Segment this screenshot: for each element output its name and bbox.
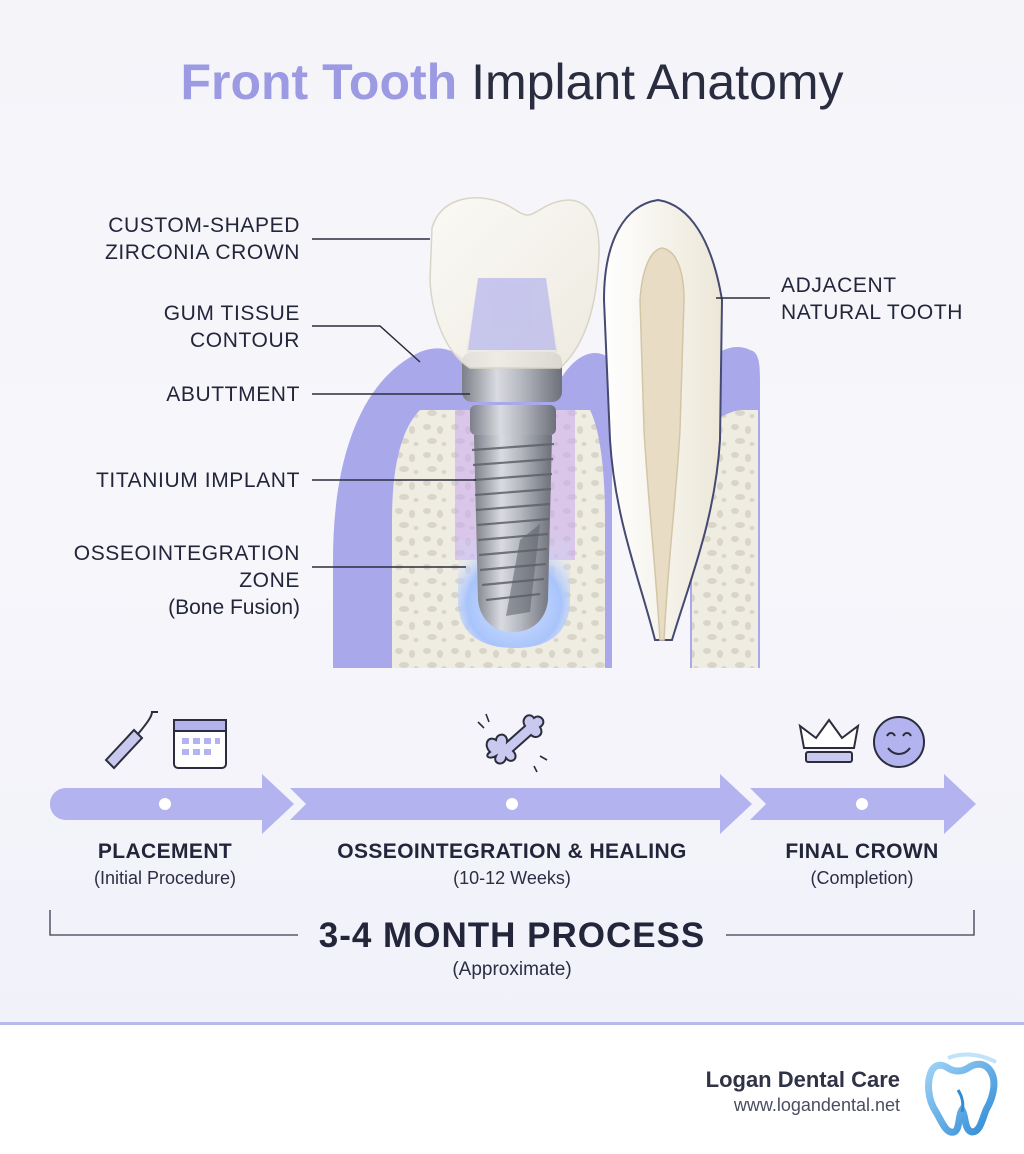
title-rest: Implant Anatomy [471,54,844,110]
label-osseo-line3: (Bone Fusion) [168,596,300,619]
timeline-arrows [50,774,976,834]
step-healing-title: OSSEOINTEGRATION & HEALING [337,840,687,863]
brand-url[interactable]: www.logandental.net [733,1095,900,1115]
label-gum: GUM TISSUE CONTOUR [164,300,300,354]
label-osseo-line2: ZONE [239,569,300,592]
label-implant: TITANIUM IMPLANT [95,469,300,492]
label-adjacent-line1: ADJACENT [781,274,897,297]
step-placement: PLACEMENT (Initial Procedure) [65,838,265,890]
title-accent: Front Tooth [180,54,458,110]
timeline-dot [856,798,868,810]
page-title: Front Tooth Implant Anatomy [0,52,1024,112]
smiley-icon [873,716,925,768]
label-crown-line1: CUSTOM-SHAPED [108,214,300,237]
label-leader-lines [312,238,770,568]
tooth-logo-icon [925,1052,998,1136]
step-final-crown-title: FINAL CROWN [785,840,939,863]
step-final-crown: FINAL CROWN (Completion) [762,838,962,890]
timeline-dot [159,798,171,810]
bone-icon [477,713,548,773]
dental-probe-icon [104,711,158,770]
arrow-segment-1 [50,774,294,834]
adjacent-natural-tooth [602,198,724,641]
footer-divider [0,1022,1024,1025]
total-process: 3-4 MONTH PROCESS (Approximate) [0,914,1024,982]
label-crown-line2: ZIRCONIA CROWN [104,241,300,264]
brand-block: Logan Dental Care www.logandental.net [706,1066,900,1117]
crown-icon [798,718,860,763]
step-final-crown-subtitle: (Completion) [810,868,914,888]
label-adjacent-tooth: ADJACENT NATURAL TOOTH [781,272,963,326]
label-gum-line1: GUM TISSUE [163,302,300,325]
total-process-subtitle: (Approximate) [452,959,572,980]
step-healing-subtitle: (10-12 Weeks) [453,868,571,888]
label-gum-line2: CONTOUR [190,329,300,352]
abutment-through-crown [468,278,556,350]
label-osseointegration: OSSEOINTEGRATION ZONE (Bone Fusion) [74,540,300,621]
total-process-title: 3-4 MONTH PROCESS [318,916,706,955]
label-abutment: ABUTTMENT [166,383,300,406]
step-placement-title: PLACEMENT [97,840,233,863]
timeline-dot [506,798,518,810]
arrow-segment-2 [290,774,752,834]
step-healing: OSSEOINTEGRATION & HEALING (10-12 Weeks) [312,838,712,890]
process-bracket [49,910,975,936]
implant-anatomy-illustration [49,197,976,936]
label-osseo-line1: OSSEOINTEGRATION [73,542,300,565]
label-adjacent-line2: NATURAL TOOTH [781,301,964,324]
calendar-icon [173,719,227,769]
titanium-implant [470,405,556,632]
step-placement-subtitle: (Initial Procedure) [93,868,237,888]
brand-name: Logan Dental Care [705,1067,900,1092]
label-crown: CUSTOM-SHAPED ZIRCONIA CROWN [105,212,300,266]
